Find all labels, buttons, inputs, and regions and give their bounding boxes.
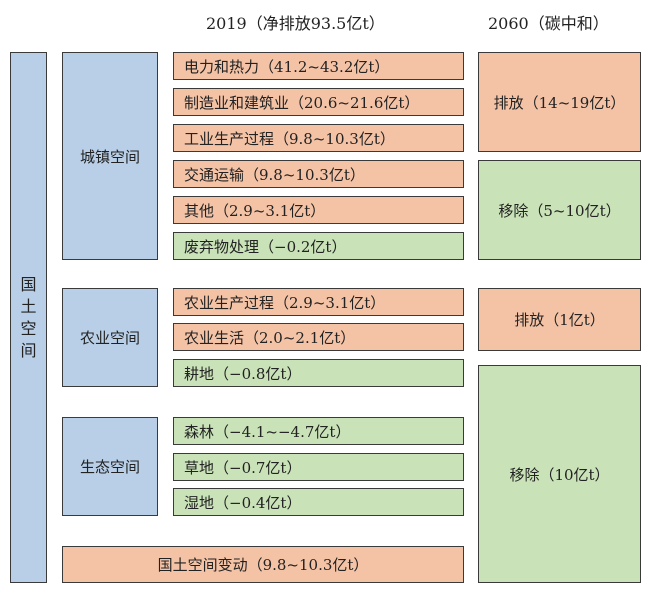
item-grassland-label: 草地（−0.7亿t） [184,458,302,477]
urban-emission-2060: 排放（14~19亿t） [478,52,641,152]
agri-emission-2060-label: 排放（1亿t） [514,311,605,329]
agri-space-box: 农业空间 [62,288,158,387]
header-2019: 2019（净排放93.5亿t） [206,14,385,33]
territory-char-4: 间 [20,340,37,360]
item-power: 电力和热力（41.2~43.2亿t） [173,52,464,80]
header-2060: 2060（碳中和） [488,14,609,33]
item-cropland: 耕地（−0.8亿t） [173,359,464,387]
item-manufacturing: 制造业和建筑业（20.6~21.6亿t） [173,88,464,116]
agri-space-label: 农业空间 [79,329,140,347]
urban-removal-2060-label: 移除（5~10亿t） [498,201,621,220]
territory-space-column: 国 土 空 间 [10,52,47,583]
item-other: 其他（2.9~3.1亿t） [173,196,464,224]
item-forest-label: 森林（−4.1~−4.7亿t） [184,422,351,441]
item-forest: 森林（−4.1~−4.7亿t） [173,417,464,445]
eco-removal-2060-label: 移除（10亿t） [509,465,610,484]
item-agri-life: 农业生活（2.0~2.1亿t） [173,323,464,351]
item-wetland-label: 湿地（−0.4亿t） [184,493,302,512]
item-agri-process: 农业生产过程（2.9~3.1亿t） [173,288,464,316]
item-industrial-process-label: 工业生产过程（9.8~10.3亿t） [184,129,395,148]
urban-emission-2060-label: 排放（14~19亿t） [493,93,626,112]
item-other-label: 其他（2.9~3.1亿t） [184,201,326,220]
item-power-label: 电力和热力（41.2~43.2亿t） [184,57,390,76]
eco-space-box: 生态空间 [62,417,158,516]
territory-char-1: 国 [20,274,37,294]
urban-space-box: 城镇空间 [62,52,158,260]
item-industrial-process: 工业生产过程（9.8~10.3亿t） [173,124,464,152]
item-transport-label: 交通运输（9.8~10.3亿t） [184,165,365,184]
item-waste-label: 废弃物处理（−0.2亿t） [184,237,347,256]
agri-emission-2060: 排放（1亿t） [478,288,641,351]
item-wetland: 湿地（−0.4亿t） [173,488,464,516]
territory-char-3: 空 [20,318,37,338]
item-waste: 废弃物处理（−0.2亿t） [173,232,464,260]
territory-char-2: 土 [20,296,37,316]
item-cropland-label: 耕地（−0.8亿t） [184,364,302,383]
item-agri-life-label: 农业生活（2.0~2.1亿t） [184,328,356,347]
item-transport: 交通运输（9.8~10.3亿t） [173,160,464,188]
item-grassland: 草地（−0.7亿t） [173,453,464,481]
land-change-box: 国土空间变动（9.8~10.3亿t） [62,546,464,583]
urban-removal-2060: 移除（5~10亿t） [478,160,641,260]
eco-space-label: 生态空间 [79,458,140,476]
eco-removal-2060: 移除（10亿t） [478,365,641,583]
urban-space-label: 城镇空间 [79,147,140,166]
item-agri-process-label: 农业生产过程（2.9~3.1亿t） [184,293,386,312]
land-change-label: 国土空间变动（9.8~10.3亿t） [157,556,369,574]
item-manufacturing-label: 制造业和建筑业（20.6~21.6亿t） [184,93,420,112]
